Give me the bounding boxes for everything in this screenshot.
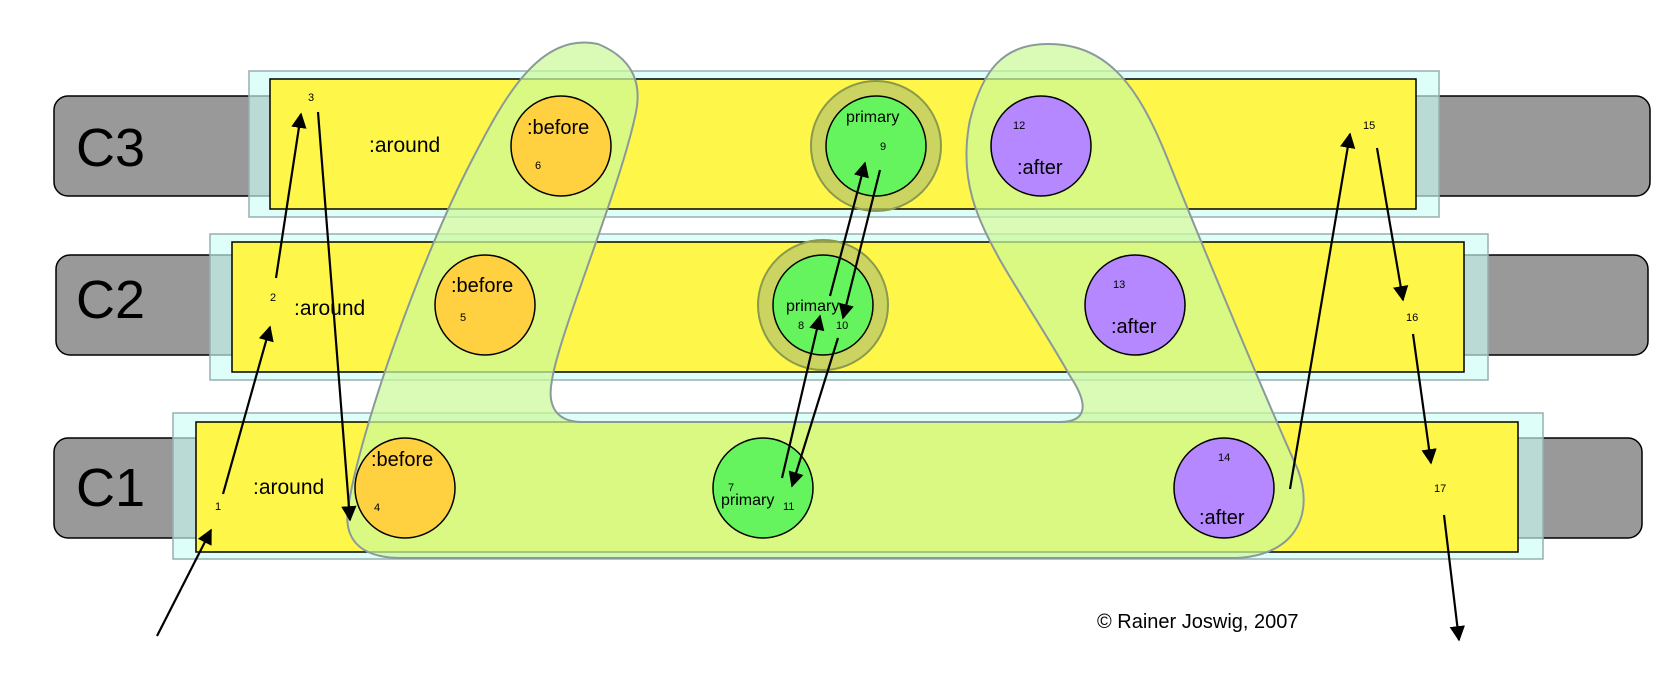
after-label-c3: :after [1017, 157, 1063, 179]
arrow-14-15 [1288, 132, 1356, 490]
arrow-exit [1442, 514, 1465, 642]
primary-label-c3: primary [846, 109, 899, 126]
before-method-c2 [434, 254, 536, 356]
before-method-c1 [354, 437, 456, 539]
arrow-10-11 [788, 337, 840, 488]
around-step-3: 3 [308, 92, 314, 104]
arrow-2-3 [274, 112, 307, 279]
primary-label-c2: primary [786, 298, 839, 315]
after-method-c3 [990, 95, 1092, 197]
around-step-17: 17 [1434, 483, 1446, 495]
arrow-entry [156, 528, 212, 637]
arrow-9-10 [838, 169, 882, 320]
around-label-c1: :around [253, 476, 324, 499]
after-label-c1: :after [1199, 507, 1245, 529]
before-label-c2: :before [451, 275, 513, 297]
after-step-c3: 12 [1013, 120, 1025, 132]
before-step-c1: 4 [374, 502, 380, 514]
around-step-16: 16 [1406, 312, 1418, 324]
arrow-16-17 [1411, 333, 1437, 465]
primary-method-c1 [712, 437, 814, 539]
before-label-c3: :before [527, 117, 589, 139]
after-label-c2: :after [1111, 316, 1157, 338]
arrow-7-8 [780, 314, 825, 479]
around-label-c3: :around [369, 134, 440, 157]
primary-step-9: 9 [880, 141, 886, 153]
arrow-8-9 [828, 161, 869, 297]
arrow-15-16 [1375, 147, 1409, 302]
around-step-15: 15 [1363, 120, 1375, 132]
primary-step-11: 11 [783, 501, 794, 513]
around-step-2: 2 [270, 292, 276, 304]
class-label-c1: C1 [76, 458, 145, 518]
arrow-3-4 [316, 111, 357, 522]
around-label-c2: :around [294, 297, 365, 320]
class-label-c3: C3 [76, 118, 145, 178]
before-step-c3: 6 [535, 160, 541, 172]
primary-method-c3 [825, 95, 927, 197]
before-step-c2: 5 [460, 312, 466, 324]
before-method-c3 [510, 95, 612, 197]
around-step-1: 1 [215, 501, 221, 513]
arrow-1-2 [221, 325, 274, 495]
after-step-c2: 13 [1113, 279, 1125, 291]
primary-method-c2 [772, 254, 874, 356]
primary-step-10: 10 [836, 320, 848, 332]
primary-step-8: 8 [798, 320, 804, 332]
before-label-c1: :before [371, 449, 433, 471]
after-method-c1 [1173, 437, 1275, 539]
class-label-c2: C2 [76, 270, 145, 330]
after-method-c2 [1084, 254, 1186, 356]
primary-label-c1: primary [721, 492, 774, 509]
after-step-c1: 14 [1218, 452, 1230, 464]
primary-step-7: 7 [728, 482, 734, 494]
call-flow-arrows [156, 111, 1465, 642]
copyright-notice: © Rainer Joswig, 2007 [1097, 611, 1299, 633]
